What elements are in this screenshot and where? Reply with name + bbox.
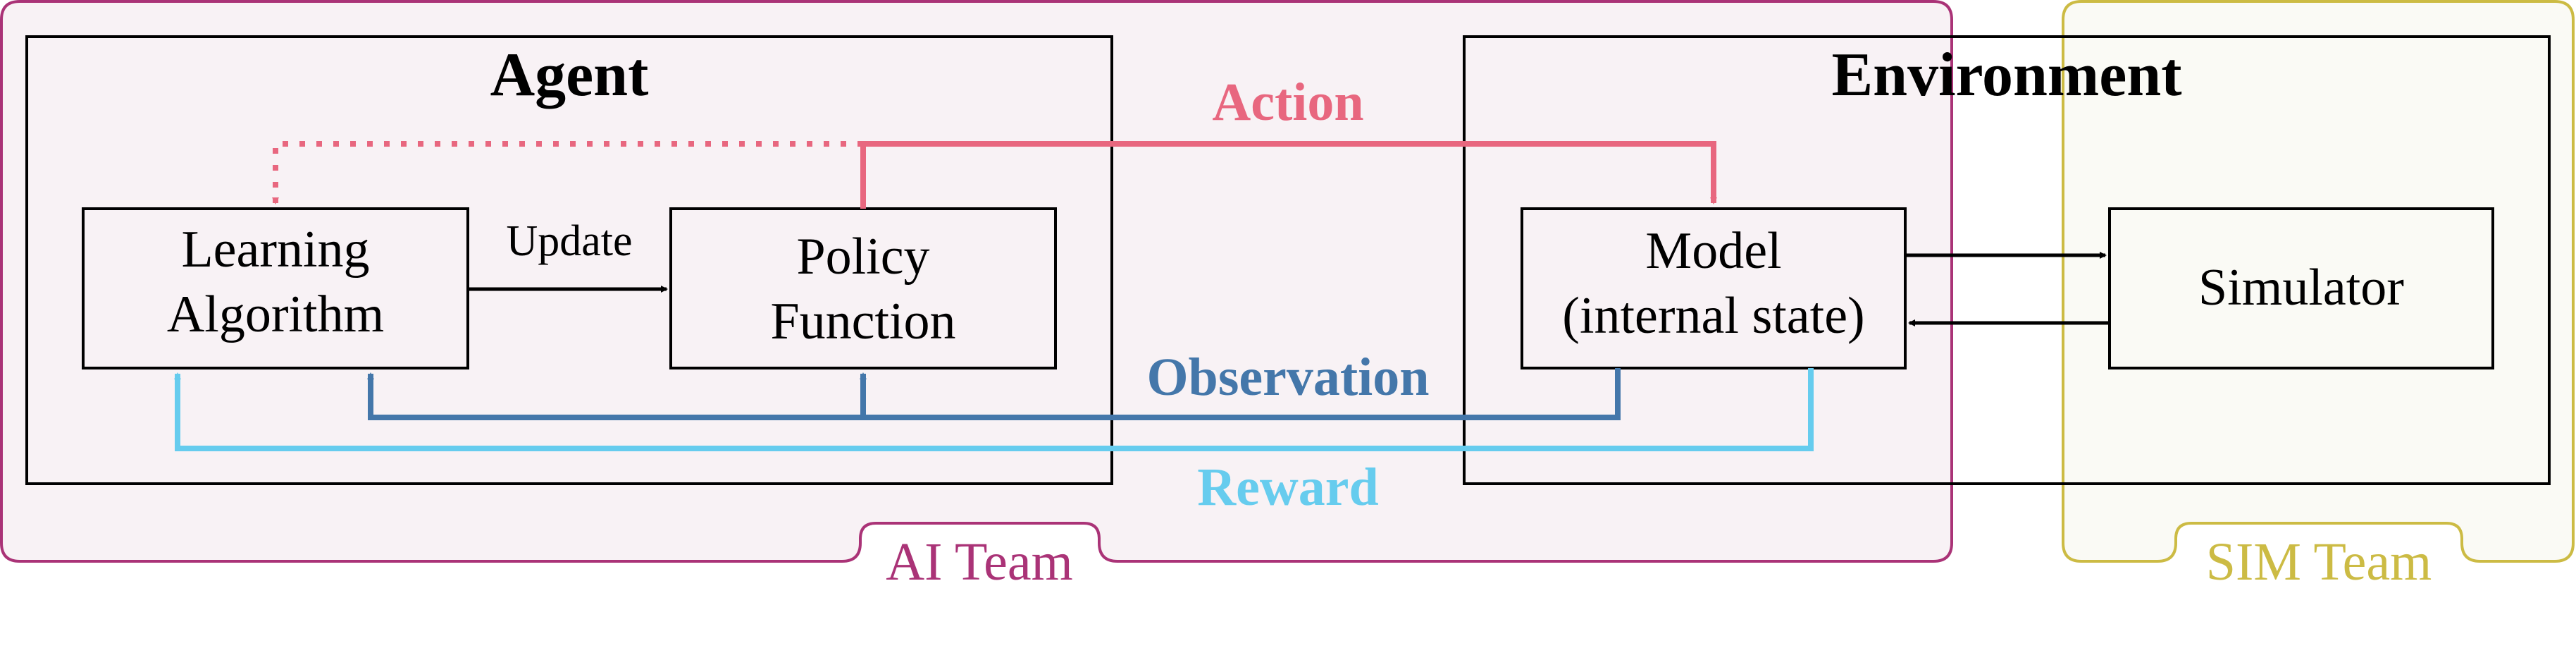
simulator-label: Simulator [2198,259,2404,317]
action-feedback-arrow [272,141,863,204]
observation-label: Observation [1146,348,1429,407]
policy-function-label-line2: Function [770,293,955,350]
learning-algorithm-label-line1: Learning [181,221,369,279]
action-label: Action [1212,73,1363,132]
sim-team-label: SIM Team [2206,532,2432,592]
model-box [1521,207,1907,369]
sim-team-region [2062,0,2575,563]
reward-label: Reward [1197,458,1379,517]
agent-container [25,35,1113,485]
agent-title: Agent [490,41,649,109]
policy-function-label-line1: Policy [796,228,929,286]
reward-arrow [174,368,1814,451]
model-label-line2: (internal state) [1562,287,1864,345]
update-label: Update [506,217,632,265]
model-label-line1: Model [1645,222,1781,280]
environment-container [1463,35,2551,485]
observation-arrow [367,368,1621,420]
action-arrow [860,141,1717,209]
environment-title: Environment [1831,41,2181,109]
ai-team-region [0,0,1953,563]
learning-algorithm-label-line2: Algorithm [167,286,384,343]
ai-team-label: AI Team [886,532,1073,592]
simulator-box [2108,207,2494,369]
